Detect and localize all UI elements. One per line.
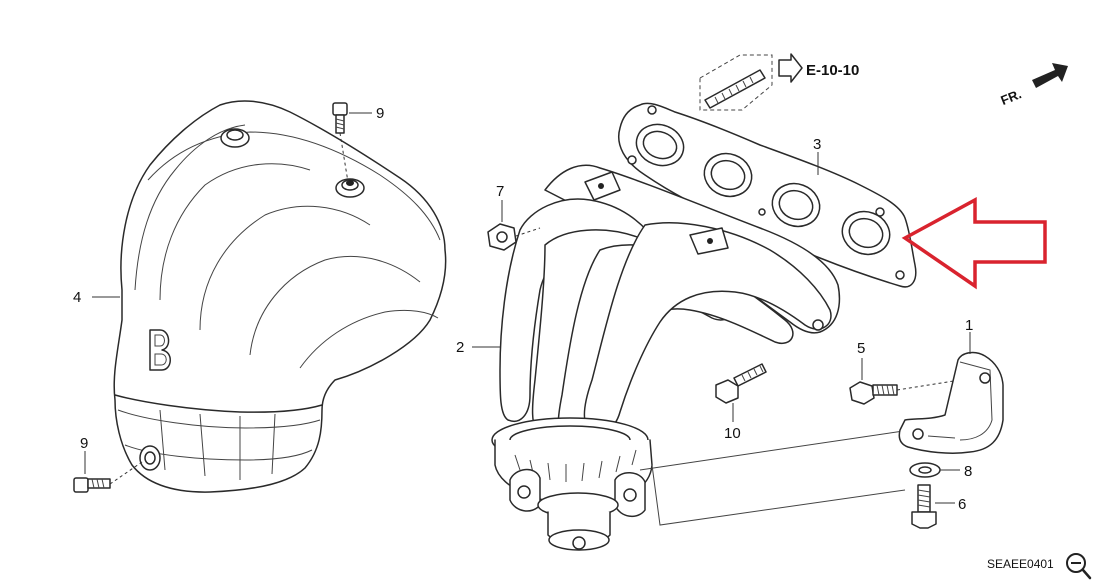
callout-8: 8	[964, 463, 972, 480]
reference-arrow	[778, 53, 803, 83]
zoom-out-icon[interactable]	[1066, 553, 1092, 580]
leader-lines	[84, 112, 971, 504]
bolt-5	[849, 379, 961, 405]
heat-shield-part	[113, 100, 447, 493]
callout-2: 2	[456, 339, 464, 356]
callout-7: 7	[496, 183, 504, 200]
bolt-9-bottom	[73, 461, 143, 493]
callout-9-top: 9	[376, 105, 384, 122]
callout-9-bottom: 9	[80, 435, 88, 452]
front-label: FR.	[998, 86, 1023, 108]
bracket-part	[898, 351, 1004, 454]
callout-4: 4	[73, 289, 81, 306]
reference-label: E-10-10	[806, 62, 859, 79]
stud-part	[699, 54, 773, 111]
callout-10: 10	[724, 425, 741, 442]
bolt-10	[715, 363, 767, 404]
bolt-6	[911, 484, 937, 529]
callout-labels: 9 4 2 7 3 10 5 1 8 6 9	[73, 105, 973, 513]
callout-5: 5	[857, 340, 865, 357]
highlight-arrow	[901, 197, 1047, 290]
bolt-9-top	[332, 102, 349, 183]
gasket-part	[618, 102, 917, 288]
nut-7	[487, 223, 541, 251]
callout-6: 6	[958, 496, 966, 513]
callout-3: 3	[813, 136, 821, 153]
callout-1: 1	[965, 317, 973, 334]
washer-8	[909, 462, 941, 478]
diagram-code: SEAEE0401	[987, 557, 1054, 571]
front-arrow: FR.	[998, 63, 1068, 108]
exhaust-manifold-part	[491, 164, 911, 551]
